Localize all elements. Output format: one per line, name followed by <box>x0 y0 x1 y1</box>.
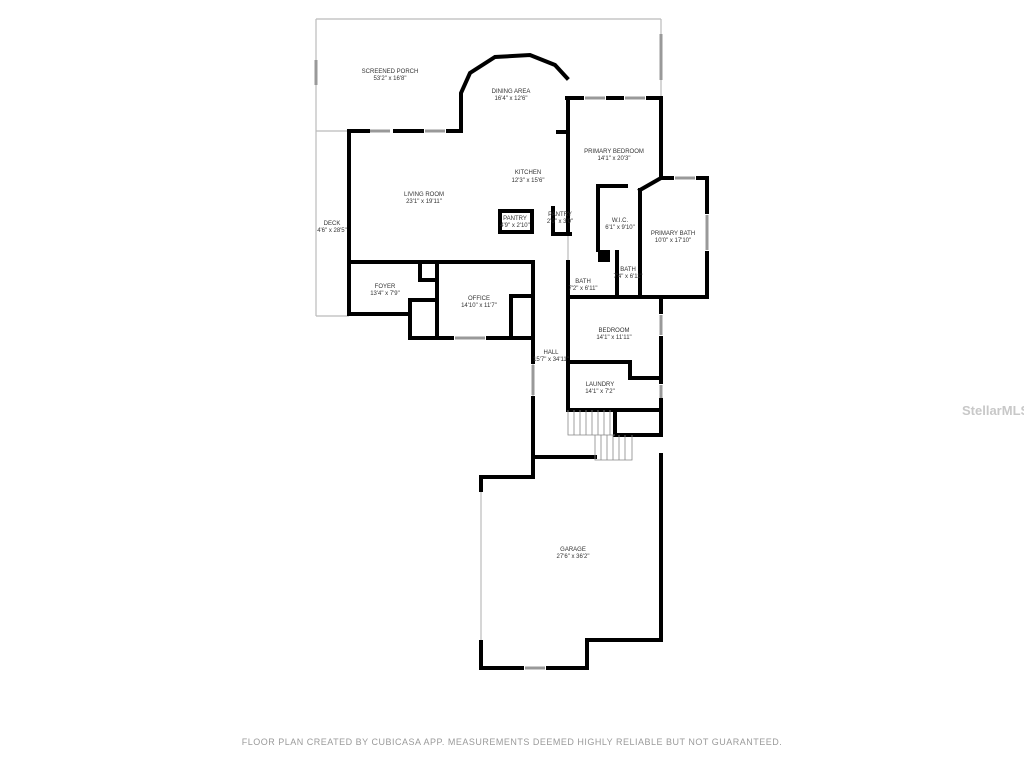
room-name-kitchen: KITCHEN <box>515 170 541 176</box>
room-name-garage: GARAGE <box>560 547 586 553</box>
room-name-deck: DECK <box>324 221 341 227</box>
room-name-laundry: LAUNDRY <box>586 382 615 388</box>
walls <box>347 52 709 670</box>
room-name-bath-2: BATH <box>620 267 636 273</box>
room-size-foyer: 13'4" x 7'9" <box>370 291 400 297</box>
room-name-primary-bath: PRIMARY BATH <box>651 231 695 237</box>
room-size-office: 14'10" x 11'7" <box>461 303 497 309</box>
room-name-hall: HALL <box>543 350 559 356</box>
room-size-living-room: 23'1" x 19'11" <box>406 199 442 205</box>
room-name-office: OFFICE <box>468 296 490 302</box>
room-name-bedroom: BEDROOM <box>598 328 629 334</box>
room-size-bath-2: 7'4" x 6'11" <box>613 274 642 280</box>
room-name-screened-porch: SCREENED PORCH <box>362 69 419 75</box>
room-name-primary-bedroom: PRIMARY BEDROOM <box>584 149 644 155</box>
room-size-laundry: 14'1" x 7'2" <box>585 389 615 395</box>
room-name-bath: BATH <box>575 279 591 285</box>
room-size-primary-bedroom: 14'1" x 20'3" <box>598 156 631 162</box>
room-size-screened-porch: 53'2" x 16'8" <box>374 76 407 82</box>
room-size-garage: 27'6" x 36'2" <box>557 554 590 560</box>
room-size-pantry: 4'9" x 2'10" <box>500 223 530 229</box>
footer-disclaimer: FLOOR PLAN CREATED BY CUBICASA APP. MEAS… <box>241 737 783 747</box>
room-size-bath: 7'2" x 6'11" <box>568 286 597 292</box>
room-size-bedroom: 14'1" x 11'11" <box>596 335 631 341</box>
room-size-deck: 4'6" x 28'5" <box>317 228 347 234</box>
windows <box>314 34 709 670</box>
room-name-foyer: FOYER <box>375 284 396 290</box>
room-size-pantry-2: 2'0" x 3'0" <box>547 219 573 225</box>
room-name-pantry-2: PANTRY <box>548 212 572 218</box>
watermark: StellarMLS <box>962 403 1024 418</box>
room-size-wic: 6'1" x 9'10" <box>605 225 635 231</box>
room-size-dining-area: 16'4" x 12'6" <box>495 96 528 102</box>
room-labels: SCREENED PORCH 53'2" x 16'8" DINING AREA… <box>317 69 695 560</box>
room-name-wic: W.I.C. <box>612 218 629 224</box>
room-size-kitchen: 12'3" x 15'6" <box>512 178 545 184</box>
room-size-hall: 15'7" x 34'11" <box>533 357 569 363</box>
room-name-living-room: LIVING ROOM <box>404 192 444 198</box>
room-name-pantry: PANTRY <box>503 216 527 222</box>
room-size-primary-bath: 10'0" x 17'10" <box>655 238 691 244</box>
room-name-dining-area: DINING AREA <box>492 89 531 95</box>
stairs <box>567 410 633 461</box>
